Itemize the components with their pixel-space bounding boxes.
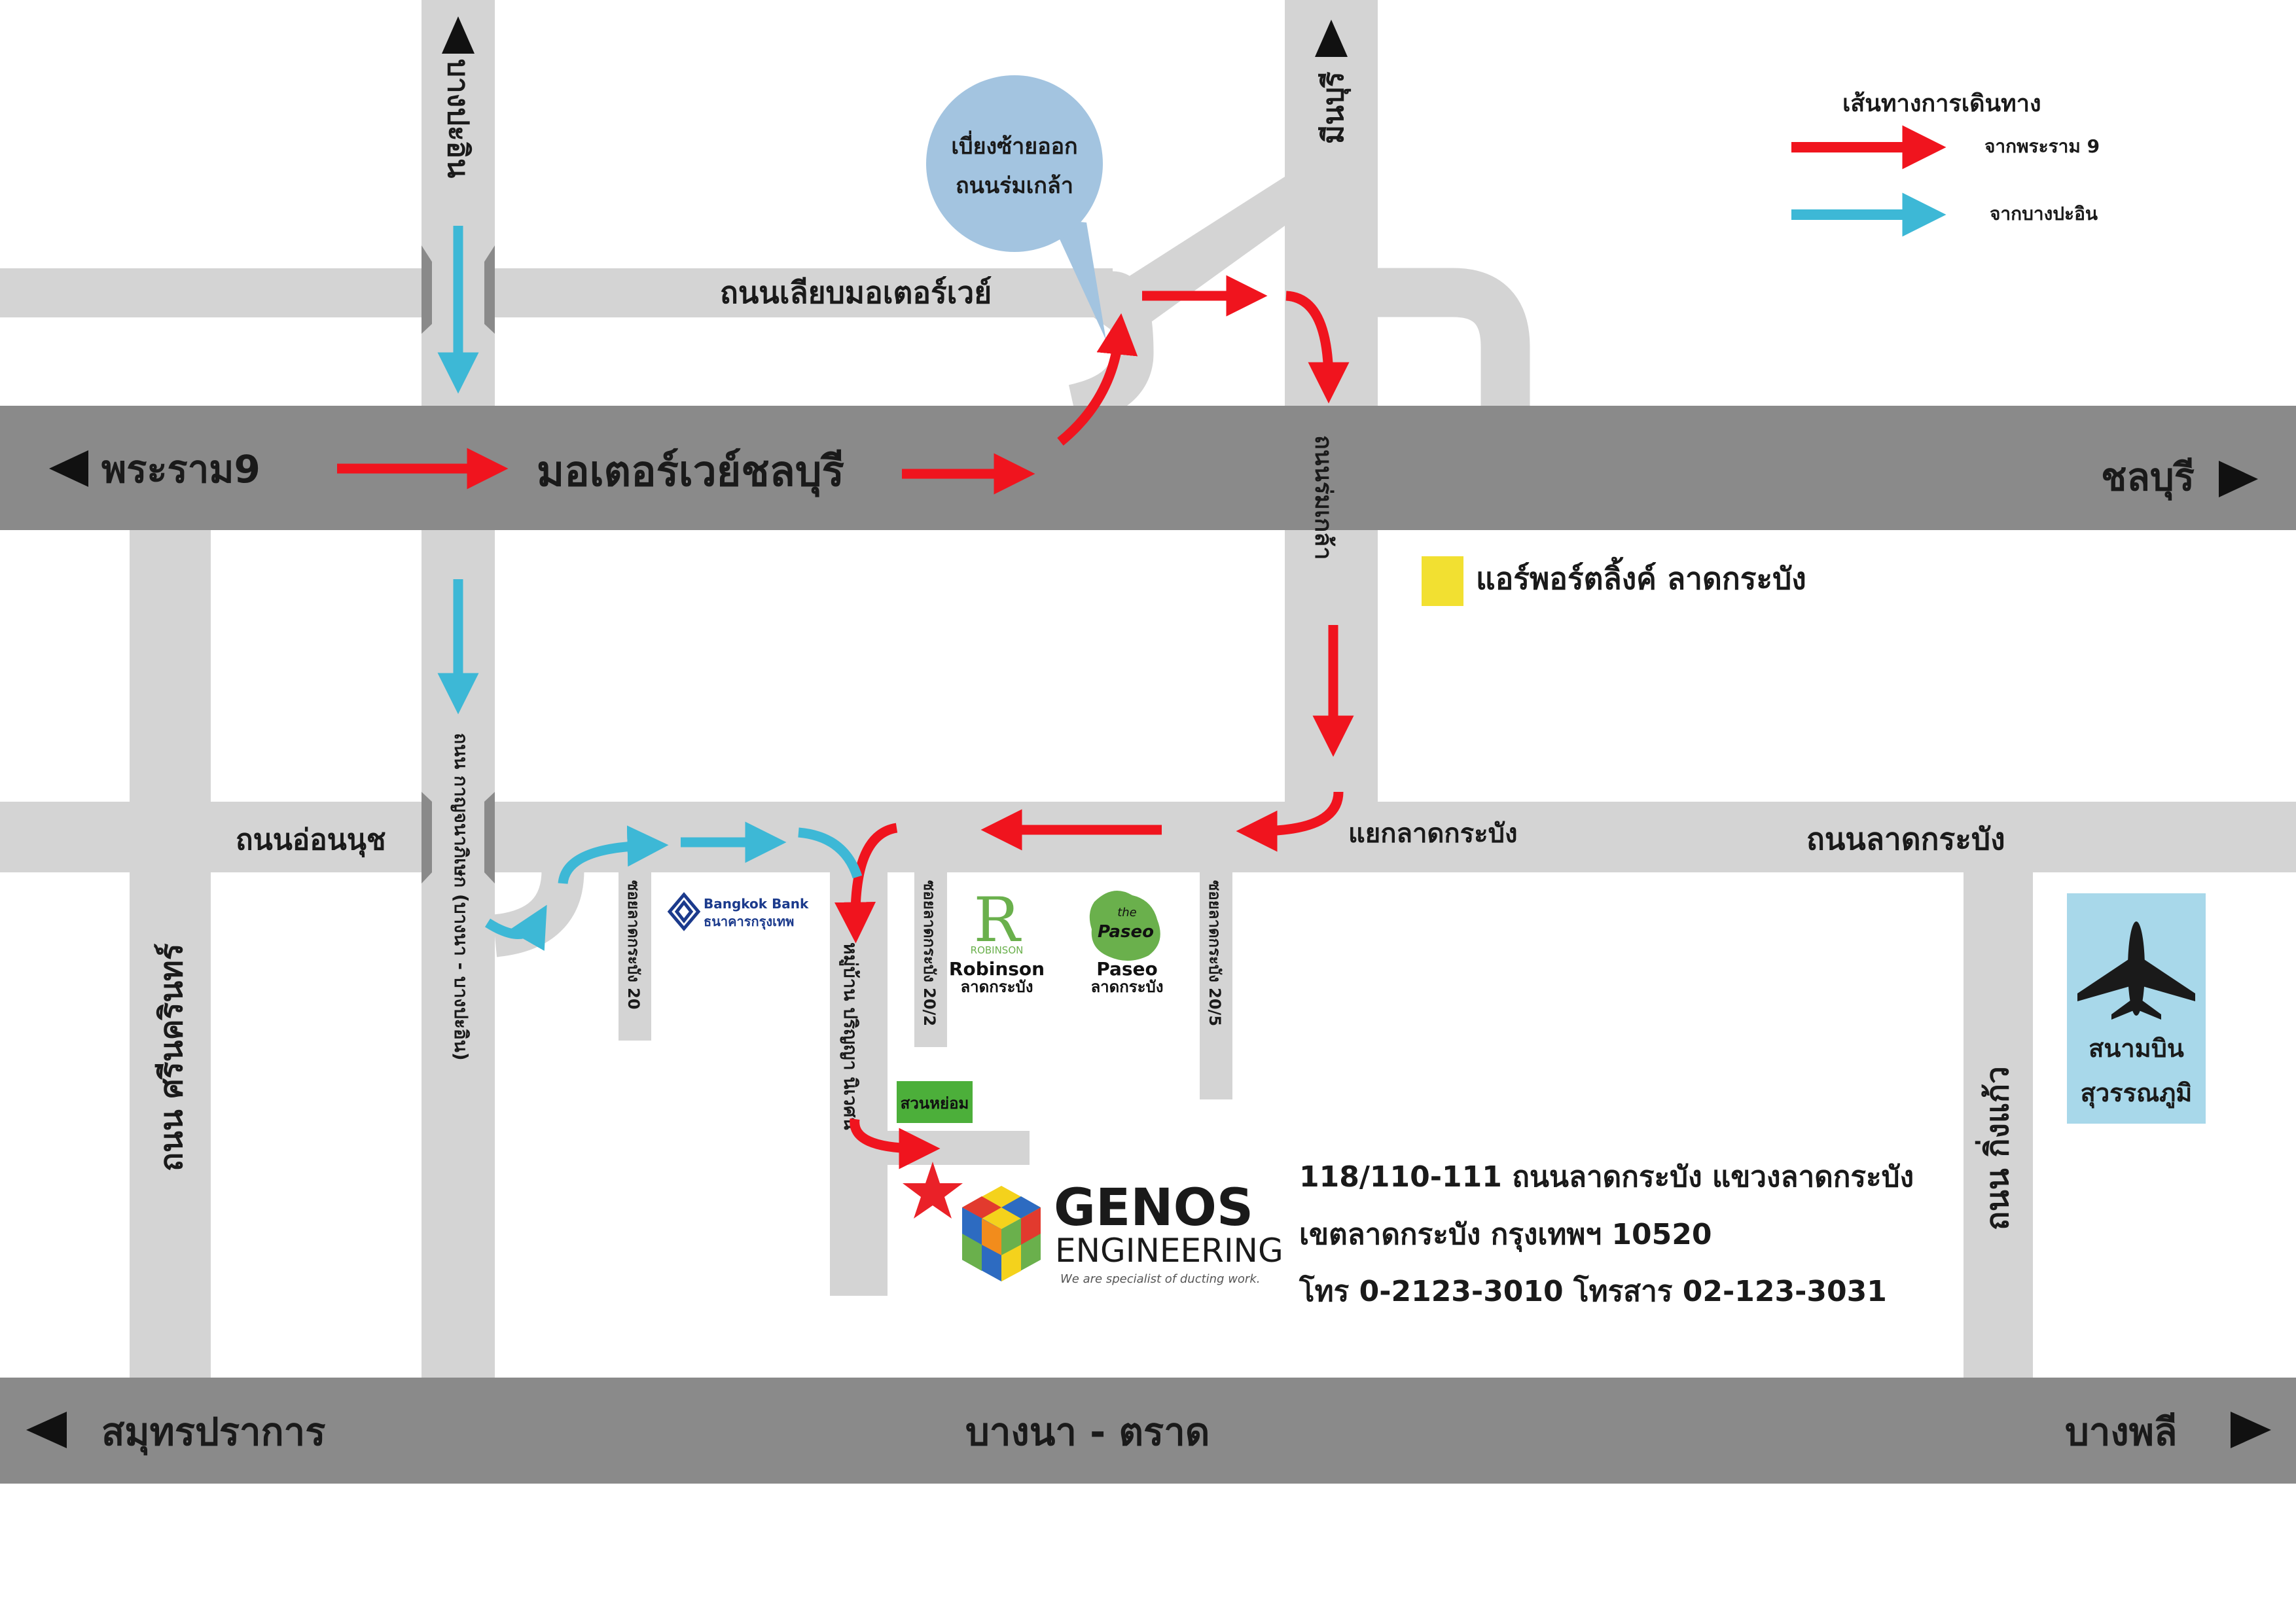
- king-kaeo-label: ถนน กิ่งแก้ว: [1975, 1066, 2016, 1230]
- route-bangpain: [437, 226, 863, 951]
- airport-line2: สุวรรณภูมิ: [2081, 1079, 2193, 1109]
- srinakarin-label: ถนน ศรีนครินทร์: [153, 943, 190, 1171]
- soi-20-5-label: ซอยลาดกระบัง 20/5: [1206, 880, 1224, 1026]
- paseo-the: the: [1117, 906, 1137, 919]
- north-right-label: มีนบุรี: [1317, 71, 1352, 144]
- soi-20-5: [1200, 870, 1232, 1099]
- airport-box: สนามบิน สุวรรณภูมิ: [2067, 893, 2206, 1124]
- ramp-curve-east: [1378, 268, 1530, 419]
- bangna-trat-road: [0, 1378, 2296, 1484]
- on-nut-label: ถนนอ่อนนุช: [236, 823, 386, 858]
- bank-name-en: Bangkok Bank: [704, 896, 809, 912]
- triangle-right-icon: [2219, 461, 2258, 497]
- local-roads: [0, 0, 2296, 1381]
- bangna-center-label: บางนา - ตราด: [965, 1410, 1210, 1454]
- robinson-r-icon: R: [974, 885, 1022, 956]
- bangna-labels: สมุทรปราการ บางนา - ตราด บางพลี: [26, 1410, 2271, 1456]
- bank-lotus-icon: [667, 892, 701, 931]
- callout-line1: เบี่ยงซ้ายออก: [951, 130, 1077, 160]
- soi-20-2: [914, 870, 947, 1047]
- frontage-road: [0, 268, 1113, 317]
- village-label: หมู่บ้าน ปริญญา นิเวศน์: [839, 942, 861, 1130]
- motorway-center-label: มอเตอร์เวย์ชลบุรี: [537, 448, 844, 497]
- genos-logo-cube-icon: [962, 1186, 1041, 1281]
- robinson-branch: ลาดกระบัง: [960, 978, 1033, 996]
- company-name2: ENGINEERING: [1055, 1232, 1283, 1270]
- bangkok-bank: Bangkok Bank ธนาคารกรุงเทพ: [667, 892, 809, 931]
- airplane-icon: [2077, 921, 2195, 1020]
- lat-krabang-road-label: ถนนลาดกระบัง: [1806, 821, 2005, 857]
- soi-20-2-label: ซอยลาดกระบัง 20/2: [920, 880, 939, 1026]
- callout-bubble: เบี่ยงซ้ายออก ถนนร่มเกล้า: [926, 75, 1106, 340]
- address-line1: 118/110-111 ถนนลาดกระบัง แขวงลาดกระบัง: [1299, 1160, 1914, 1194]
- airport-link-label: แอร์พอร์ตลิ้งค์ ลาดกระบัง: [1476, 556, 1806, 596]
- airport-link-marker: [1422, 556, 1463, 606]
- road-srinakarin: [130, 510, 211, 1381]
- company-tagline: We are specialist of ducting work.: [1060, 1272, 1260, 1286]
- soi-20: [619, 870, 651, 1041]
- company-name: GENOS: [1054, 1179, 1253, 1238]
- legend-rama9: จากพระราม 9: [1984, 135, 2100, 157]
- triangle-right-icon: [2231, 1412, 2271, 1448]
- robinson: R ROBINSON Robinson ลาดกระบัง: [949, 885, 1045, 996]
- phone-line: โทร 0-2123-3010 โทรสาร 02-123-3031: [1299, 1274, 1887, 1308]
- paseo-branch: ลาดกระบัง: [1090, 978, 1163, 996]
- legend: เส้นทางการเดินทาง จากพระราม 9 จากบางปะอิ…: [1791, 90, 2100, 237]
- address-line2: เขตลาดกระบัง กรุงเทพฯ 10520: [1299, 1218, 1712, 1253]
- paseo-logo-icon: [1089, 890, 1160, 961]
- bangna-west-label: สมุทรปราการ: [101, 1410, 325, 1456]
- airport-line1: สนามบิน: [2089, 1034, 2184, 1063]
- robinson-logo-text: ROBINSON: [971, 944, 1024, 956]
- road-on-nut-lat-krabang: [0, 802, 2296, 872]
- kanchana-label: ถนน กาญจนาภิเษก (บางนา - บางปะอิน): [450, 733, 472, 1061]
- interchange-marks: [422, 245, 495, 883]
- soi-20-label: ซอยลาดกระบัง 20: [624, 880, 643, 1010]
- paseo-logo-text: Paseo: [1098, 922, 1154, 942]
- frontage-road-label: ถนนเลียบมอเตอร์เวย์: [720, 275, 992, 310]
- motorway-west-label: พระราม9: [101, 447, 260, 491]
- bank-name-th: ธนาคารกรุงเทพ: [704, 914, 794, 930]
- triangle-left-icon: [49, 450, 88, 487]
- bangna-east-label: บางพลี: [2065, 1410, 2177, 1454]
- lat-krabang-junction-label: แยกลาดกระบัง: [1348, 819, 1518, 849]
- romklao-label: ถนนร่มเกล้า: [1310, 435, 1336, 560]
- motorway-east-label: ชลบุรี: [2101, 455, 2195, 501]
- park-label: สวนหย่อม: [901, 1094, 969, 1113]
- robinson-name: Robinson: [949, 958, 1045, 980]
- callout-line2: ถนนร่มเกล้า: [956, 173, 1073, 199]
- north-left-label: บางปะอิน: [441, 59, 475, 178]
- park: สวนหย่อม: [897, 1081, 973, 1123]
- triangle-up-icon: [442, 16, 475, 54]
- legend-title: เส้นทางการเดินทาง: [1842, 90, 2041, 117]
- destination-star-icon: [903, 1162, 963, 1219]
- road-king-kaeo: [1964, 870, 2033, 1381]
- motorway-labels: พระราม9 มอเตอร์เวย์ชลบุรี ชลบุรี: [49, 447, 2258, 501]
- legend-bangpain: จากบางปะอิน: [1990, 203, 2098, 224]
- paseo: the Paseo Paseo ลาดกระบัง: [1089, 890, 1164, 996]
- triangle-left-icon: [26, 1412, 67, 1448]
- triangle-up-icon: [1315, 20, 1348, 57]
- paseo-name: Paseo: [1096, 958, 1158, 980]
- route-rama9: [337, 275, 1354, 1169]
